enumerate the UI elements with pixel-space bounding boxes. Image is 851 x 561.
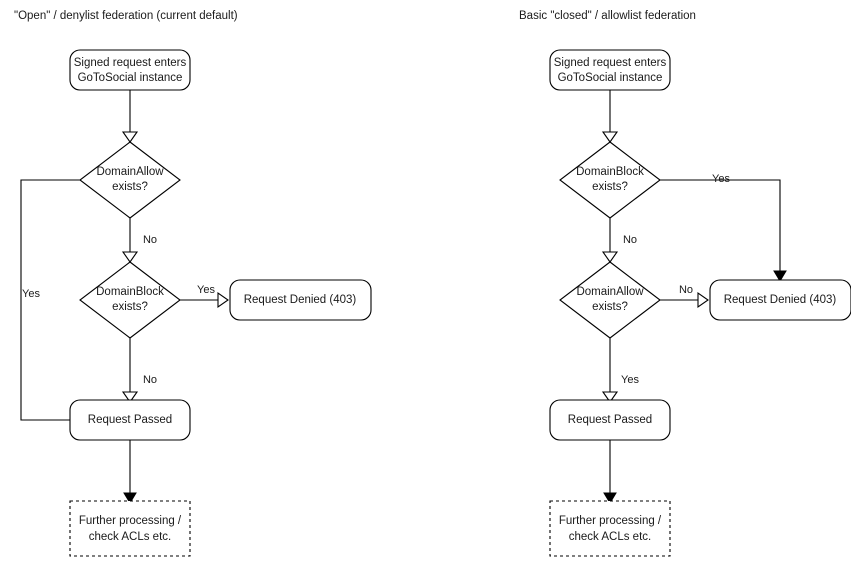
domainallow-diamond-shape[interactable] (79, 141, 181, 219)
arrowhead-entry-to-domainallow (121, 131, 139, 143)
further-processing-label-line2-right: check ACLs etc. (569, 531, 651, 543)
further-processing-label-line1: Further processing / (79, 515, 182, 527)
further-processing-label-line2: check ACLs etc. (89, 531, 171, 543)
request-denied-shape[interactable] (229, 279, 372, 321)
node-decision-domainallow-left[interactable]: DomainAllow exists? (79, 141, 181, 219)
column-title-open-denylist: "Open" / denylist federation (current de… (14, 10, 238, 22)
request-denied-label-right: Request Denied (403) (724, 294, 837, 306)
arrowhead-domainallow-no-right (697, 291, 709, 309)
arrowhead-domainblock-no (121, 391, 139, 403)
request-denied-shape-right[interactable] (709, 279, 851, 321)
domainallow-label-line1-right: DomainAllow (576, 286, 644, 298)
node-request-passed-left[interactable]: Request Passed (69, 399, 191, 441)
arrowhead-entry-to-domainblock-right (601, 131, 619, 143)
domainblock-diamond-shape[interactable] (79, 261, 181, 339)
domainallow-diamond-shape-right[interactable] (559, 261, 661, 339)
node-decision-domainblock-left[interactable]: DomainBlock exists? (79, 261, 181, 339)
entry-node-label-line2: GoToSocial instance (78, 72, 183, 84)
further-processing-shape[interactable] (69, 500, 191, 557)
node-decision-domainallow-right[interactable]: DomainAllow exists? (559, 261, 661, 339)
arrowhead-domainallow-yes-right (601, 391, 619, 403)
edge-domainblock-yes-right (660, 179, 781, 272)
arrowhead-passed-to-further-right (603, 492, 617, 504)
domainblock-label-line2-right: exists? (592, 181, 628, 193)
arrowhead-domainallow-no (121, 251, 139, 263)
edge-label-domainblock-no-right: No (623, 234, 637, 246)
arrowhead-domainblock-yes (217, 291, 229, 309)
node-decision-domainblock-right[interactable]: DomainBlock exists? (559, 141, 661, 219)
entry-node-label-line1-right: Signed request enters (554, 57, 667, 69)
arrowhead-domainblock-yes-right (773, 270, 787, 282)
entry-node-label-line1: Signed request enters (74, 57, 187, 69)
edge-label-domainblock-yes-right: Yes (712, 173, 730, 185)
edge-label-domainallow-yes: Yes (22, 288, 40, 300)
domainblock-label-line1-right: DomainBlock (576, 166, 644, 178)
domainallow-label-line2-right: exists? (592, 301, 628, 313)
edge-label-domainallow-no-right: No (679, 284, 693, 296)
column-open-denylist: "Open" / denylist federation (current de… (14, 10, 372, 557)
node-entry-left[interactable]: Signed request enters GoToSocial instanc… (69, 49, 191, 91)
edge-label-domainallow-no: No (143, 234, 157, 246)
column-closed-allowlist: Basic "closed" / allowlist federation Si… (519, 10, 851, 557)
node-further-processing-left[interactable]: Further processing / check ACLs etc. (69, 500, 191, 557)
edge-label-domainblock-no: No (143, 374, 157, 386)
request-passed-label-right: Request Passed (568, 414, 652, 426)
further-processing-label-line1-right: Further processing / (559, 515, 662, 527)
arrowhead-domainblock-no-right (601, 251, 619, 263)
domainallow-label-line1: DomainAllow (96, 166, 164, 178)
node-request-passed-right[interactable]: Request Passed (549, 399, 671, 441)
arrowhead-passed-to-further (123, 492, 137, 504)
node-further-processing-right[interactable]: Further processing / check ACLs etc. (549, 500, 671, 557)
domainallow-label-line2: exists? (112, 181, 148, 193)
node-entry-right[interactable]: Signed request enters GoToSocial instanc… (549, 49, 671, 91)
edge-label-domainallow-yes-right: Yes (621, 374, 639, 386)
entry-node-label-line2-right: GoToSocial instance (558, 72, 663, 84)
edge-label-domainblock-yes: Yes (197, 284, 215, 296)
domainblock-label-line1: DomainBlock (96, 286, 164, 298)
further-processing-shape-right[interactable] (549, 500, 671, 557)
request-passed-label: Request Passed (88, 414, 172, 426)
node-request-denied-left[interactable]: Request Denied (403) (229, 279, 372, 321)
domainblock-diamond-shape-right[interactable] (559, 141, 661, 219)
column-title-closed-allowlist: Basic "closed" / allowlist federation (519, 10, 696, 22)
domainblock-label-line2: exists? (112, 301, 148, 313)
request-denied-label: Request Denied (403) (244, 294, 357, 306)
node-request-denied-right[interactable]: Request Denied (403) (709, 279, 851, 321)
